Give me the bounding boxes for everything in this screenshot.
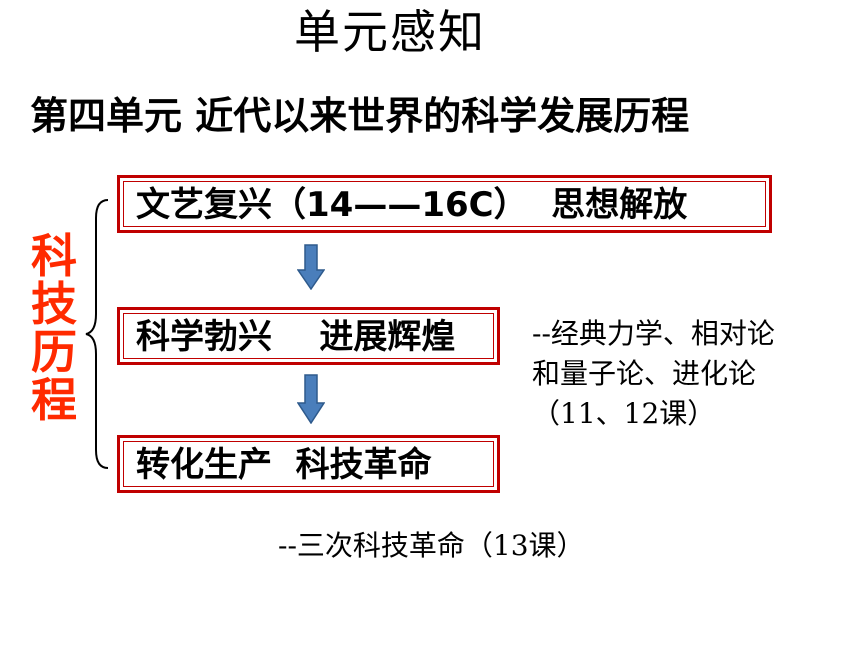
- unit-subtitle: 第四单元 近代以来世界的科学发展历程: [30, 94, 690, 138]
- side-label: 科技历程: [31, 229, 77, 427]
- side-note: --经典力学、相对论 和量子论、进化论 （11、12课）: [532, 314, 852, 434]
- side-note-line: --经典力学、相对论: [532, 317, 775, 350]
- down-arrow-icon: [297, 244, 325, 290]
- curly-brace: [85, 199, 109, 469]
- stage-box-tech-revolution: 转化生产 科技革命: [117, 435, 500, 493]
- stage-box-renaissance: 文艺复兴（14——16C） 思想解放: [117, 175, 772, 233]
- side-note-line: （11、12课）: [532, 397, 716, 430]
- bottom-note: --三次科技革命（13课）: [278, 529, 585, 562]
- unit-heading: 单元感知: [294, 5, 486, 59]
- stage-label: 转化生产 科技革命: [123, 441, 494, 487]
- stage-label: 科学勃兴 进展辉煌: [123, 313, 494, 359]
- stage-box-science-rise: 科学勃兴 进展辉煌: [117, 307, 500, 365]
- side-note-line: 和量子论、进化论: [532, 357, 757, 390]
- down-arrow-icon: [297, 374, 325, 424]
- stage-label: 文艺复兴（14——16C） 思想解放: [123, 181, 766, 227]
